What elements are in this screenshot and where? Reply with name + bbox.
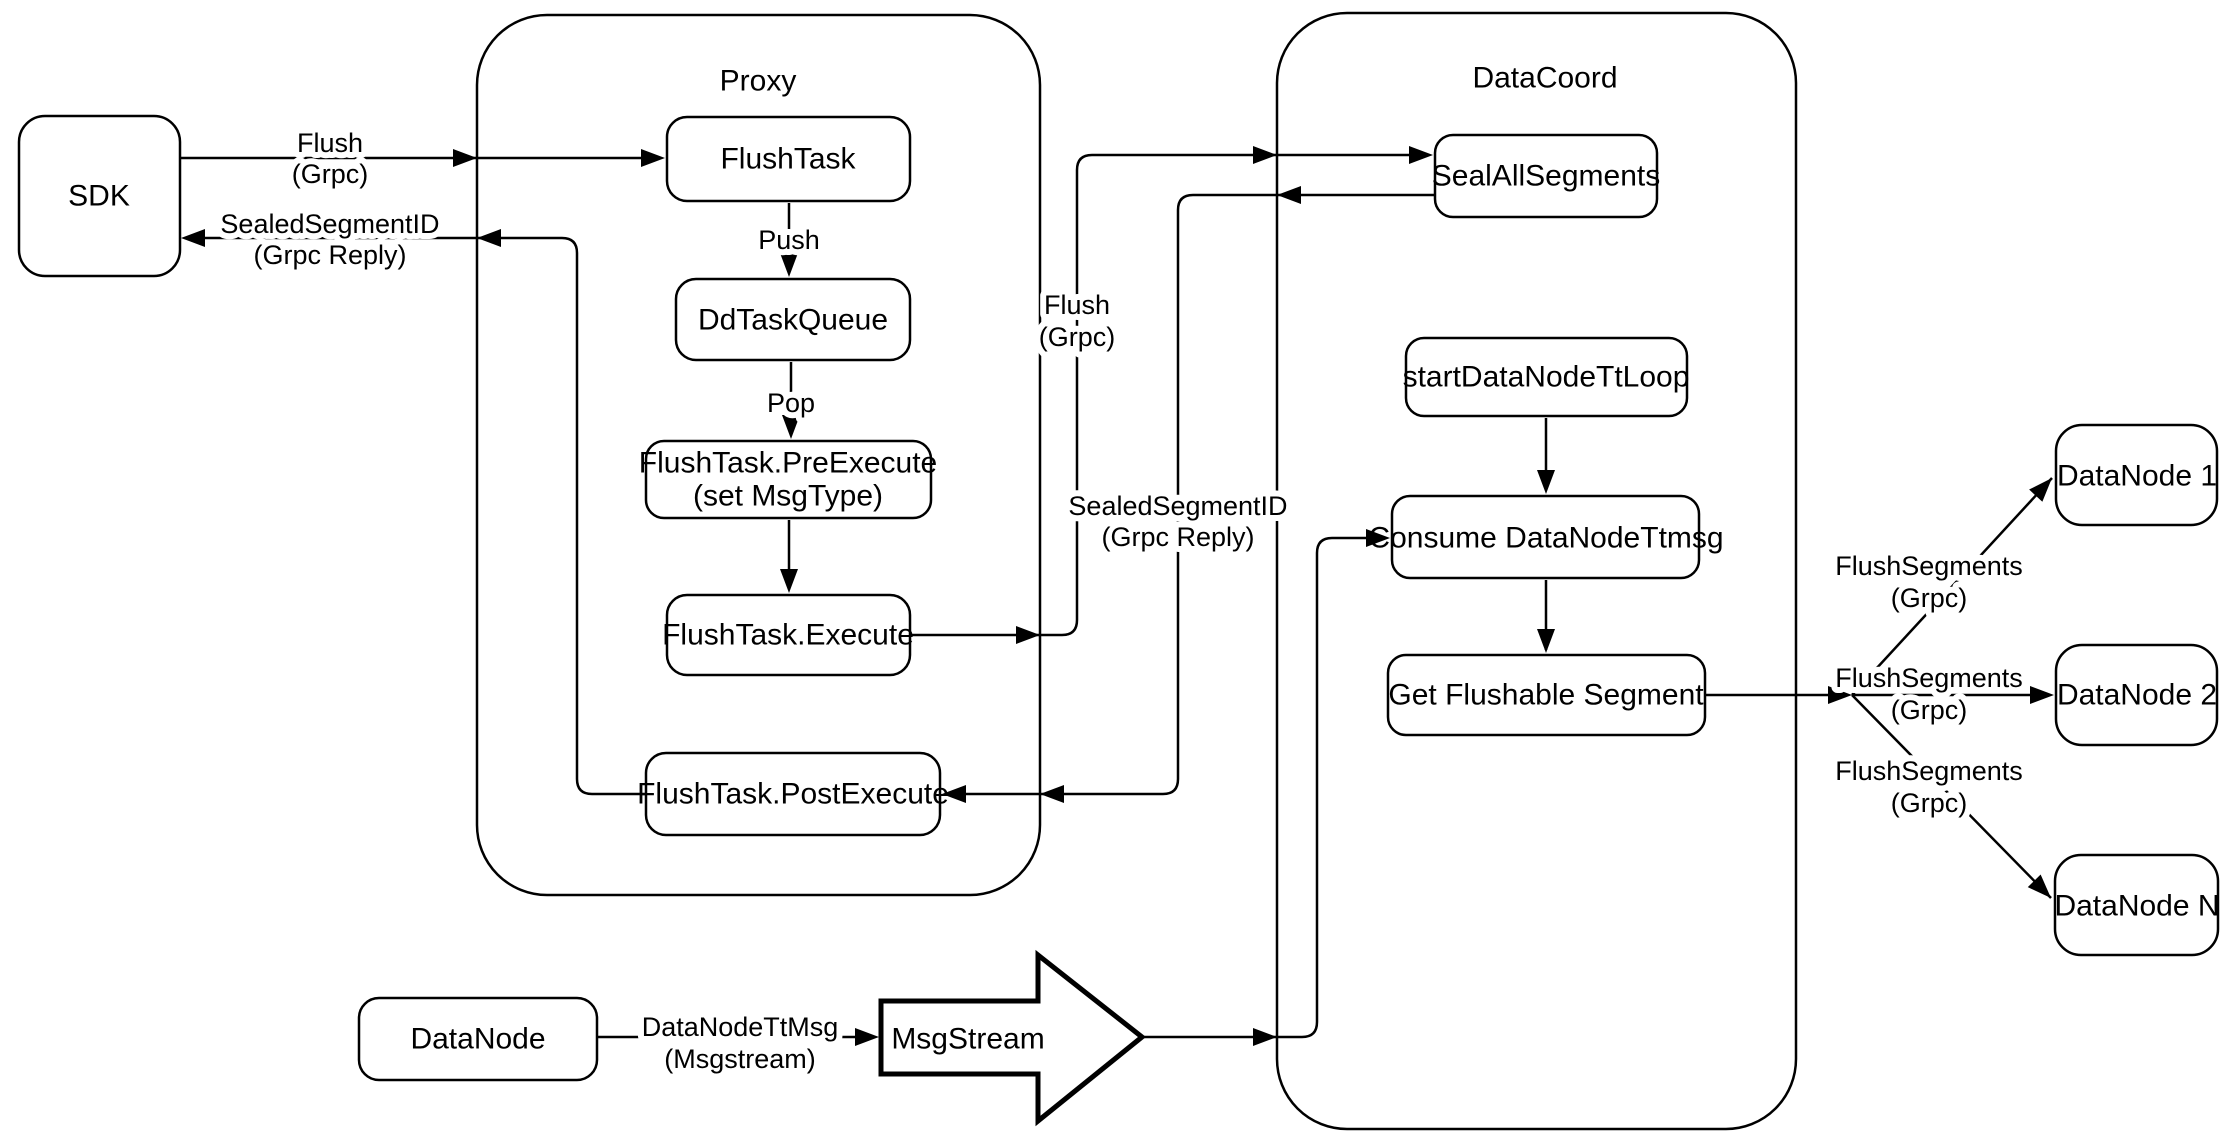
arrowhead-proxy-in-sealed — [1040, 785, 1064, 803]
edge-labels: Flush (Grpc) SealedSegmentID (Grpc Reply… — [214, 122, 2028, 1080]
node-datanode1-box — [2054, 423, 2219, 527]
node-postexecute-label: FlushTask.PostExecute — [637, 778, 949, 811]
edge-sealallsegments-to-postexecute — [947, 193, 1435, 796]
node-sealallsegments-box — [1433, 133, 1659, 219]
arrowhead-proxy-in-flush — [453, 149, 477, 167]
edge-label-sealedsegmentid-datacoord-line1: SealedSegmentID — [1068, 491, 1287, 521]
arrowhead-sealallsegments-in — [1409, 146, 1433, 164]
node-preexecute-label-line1: FlushTask.PreExecute — [639, 447, 937, 480]
node-getflushablesegment-box — [1386, 653, 1707, 737]
edge-label-flush-grpc-datacoord-line2: (Grpc) — [1039, 322, 1116, 352]
arrowhead-proxy-out-sealed — [477, 229, 501, 247]
node-sdk-label: SDK — [68, 180, 130, 213]
node-datanoden-box — [2053, 853, 2220, 957]
node-datanode2-box — [2054, 643, 2219, 747]
node-datanode-bottom-box — [357, 996, 599, 1082]
arrowhead-msgstream-in — [855, 1028, 879, 1046]
edge-label-sealedsegmentid-datacoord-line2: (Grpc Reply) — [1101, 522, 1254, 552]
edge-fan-to-datanoden — [1851, 694, 2052, 899]
proxy-title: Proxy — [720, 65, 797, 98]
arrowhead-datacoord-in-flush — [1253, 146, 1277, 164]
edge-label-flush-grpc-sdk-line2: (Grpc) — [292, 159, 369, 189]
node-sdk-box — [17, 114, 182, 278]
arrowhead-datacoord-out-sealed — [1277, 186, 1301, 204]
node-sealallsegments-label: SealAllSegments — [1432, 160, 1660, 193]
edge-label-flush-grpc-sdk-line1: Flush — [297, 128, 363, 158]
edge-msgstream-to-consume — [1142, 536, 1386, 1039]
node-startdatanodettloop-box — [1404, 336, 1689, 418]
edge-label-sealedsegmentid-sdk-line2: (Grpc Reply) — [253, 240, 406, 270]
arrowhead-getflushable-in — [1537, 629, 1555, 653]
edge-label-flushsegments3-line2: (Grpc) — [1891, 788, 1968, 818]
node-execute-label: FlushTask.Execute — [662, 619, 914, 652]
edge-execute-to-sealallsegments — [910, 153, 1428, 637]
arrowhead-execute-in — [780, 569, 798, 593]
node-preexecute-box — [644, 439, 933, 520]
node-startdatanodettloop-label: startDataNodeTtLoop — [1403, 361, 1690, 394]
node-msgstream-label: MsgStream — [891, 1023, 1044, 1056]
arrowhead-postexecute-in — [942, 785, 966, 803]
arrowhead-datanoden-in — [2027, 874, 2051, 898]
node-execute-box — [665, 593, 912, 677]
node-flushtask-label: FlushTask — [720, 143, 856, 176]
node-postexecute-box — [644, 751, 942, 837]
node-getflushablesegment-label: Get Flushable Segment — [1388, 679, 1704, 712]
node-datanode-bottom-label: DataNode — [410, 1023, 545, 1056]
arrowhead-proxy-out-flush — [1016, 626, 1040, 644]
arrowhead-push — [780, 253, 798, 277]
node-datanode2-label: DataNode 2 — [2057, 679, 2217, 712]
arrowhead-fanpoint — [1828, 686, 1852, 704]
edge-fan-to-datanode1 — [1851, 477, 2053, 696]
node-consumedatanodettmsg-label: Consume DataNodeTtmsg — [1368, 522, 1723, 555]
node-datanoden-label: DataNode N — [2054, 890, 2219, 923]
proxy-container — [475, 13, 1042, 897]
edge-postexecute-to-sdk — [185, 236, 646, 796]
arrowhead-flushtask-in — [641, 149, 665, 167]
edge-label-flushsegments2-line2: (Grpc) — [1891, 695, 1968, 725]
edge-label-pop: Pop — [767, 388, 815, 418]
edge-label-flushsegments1-line2: (Grpc) — [1891, 583, 1968, 613]
arrowhead-datanode1-in — [2029, 478, 2052, 502]
edge-label-flushsegments3-line1: FlushSegments — [1835, 756, 2023, 786]
node-flushtask-box — [665, 115, 912, 203]
edge-label-datanodettmsg-line2: (Msgstream) — [664, 1044, 816, 1074]
edge-label-datanodettmsg-line1: DataNodeTtMsg — [642, 1012, 839, 1042]
datacoord-title: DataCoord — [1472, 62, 1617, 95]
arrowhead-pop — [782, 415, 800, 439]
arrowhead-datanode2-in — [2030, 686, 2054, 704]
edge-label-sealedsegmentid-sdk-line1: SealedSegmentID — [220, 209, 439, 239]
edge-label-flushsegments2-line1: FlushSegments — [1835, 663, 2023, 693]
node-ddtaskqueue-box — [674, 277, 912, 362]
arrowhead-consume-in-top — [1537, 470, 1555, 494]
edge-label-flushsegments1-line1: FlushSegments — [1835, 551, 2023, 581]
arrowhead-consume-in-left — [1366, 529, 1390, 547]
node-consumedatanodettmsg-box — [1390, 494, 1701, 580]
arrowhead-datacoord-in-ttmsg — [1253, 1028, 1277, 1046]
arrowhead-sdk-in — [181, 229, 205, 247]
datacoord-container — [1275, 11, 1798, 1131]
node-datanode1-label: DataNode 1 — [2057, 460, 2217, 493]
node-ddtaskqueue-label: DdTaskQueue — [698, 304, 888, 337]
msgstream-block-arrow-shape — [878, 949, 1147, 1127]
arrowheads — [181, 146, 2054, 1046]
edge-label-push: Push — [758, 225, 820, 255]
node-preexecute-label-line2: (set MsgType) — [693, 480, 883, 513]
edge-label-flush-grpc-datacoord-line1: Flush — [1044, 290, 1110, 320]
